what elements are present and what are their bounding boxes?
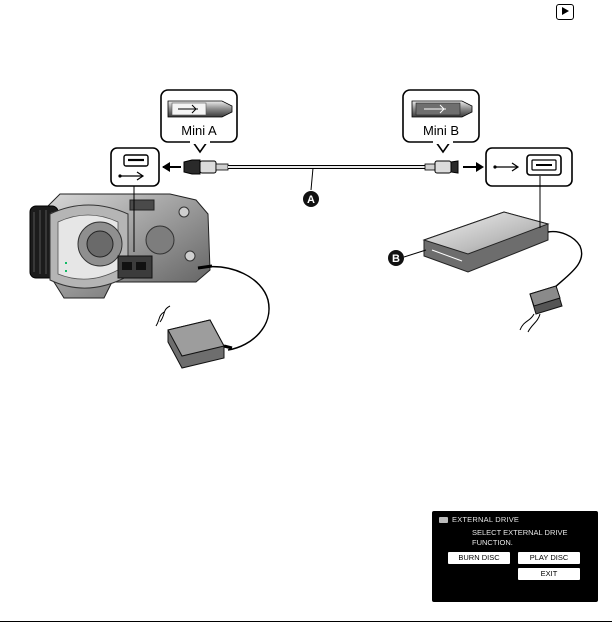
- exit-button[interactable]: EXIT: [518, 568, 580, 580]
- marker-b: B: [388, 249, 427, 266]
- mini-b-callout: Mini B: [402, 89, 480, 154]
- mini-a-callout: Mini A: [160, 89, 238, 154]
- usb-cable: [183, 159, 459, 191]
- usb-icon: [493, 162, 520, 172]
- burn-disc-button[interactable]: BURN DISC: [448, 552, 510, 564]
- external-dvd-drive: [422, 176, 583, 333]
- marker-a-label: A: [307, 194, 315, 206]
- marker-a: A: [303, 191, 319, 207]
- page-divider: [0, 621, 612, 622]
- camera-port-callout: [110, 147, 160, 187]
- playback-mode-icon: [556, 4, 574, 20]
- usb-icon: [118, 171, 145, 181]
- camera-ac-adaptor: [155, 264, 270, 369]
- screen-message: SELECT EXTERNAL DRIVE FUNCTION.: [472, 528, 568, 547]
- insert-arrow-right: [463, 162, 484, 172]
- connection-diagram: Mini A Mini B: [29, 89, 583, 369]
- marker-b-label: B: [392, 253, 400, 265]
- drive-port-callout: [485, 147, 573, 187]
- external-drive-screen: EXTERNAL DRIVE SELECT EXTERNAL DRIVE FUN…: [432, 511, 598, 602]
- mini-b-plug-icon: [411, 100, 473, 118]
- drive-menu-icon: [439, 517, 448, 523]
- mini-a-plug-icon: [167, 100, 233, 118]
- mini-b-label: Mini B: [423, 123, 459, 138]
- camcorder: [29, 186, 211, 299]
- play-disc-button[interactable]: PLAY DISC: [518, 552, 580, 564]
- screen-title: EXTERNAL DRIVE: [452, 515, 520, 524]
- insert-arrow-left: [162, 162, 181, 172]
- mini-a-label: Mini A: [181, 123, 217, 138]
